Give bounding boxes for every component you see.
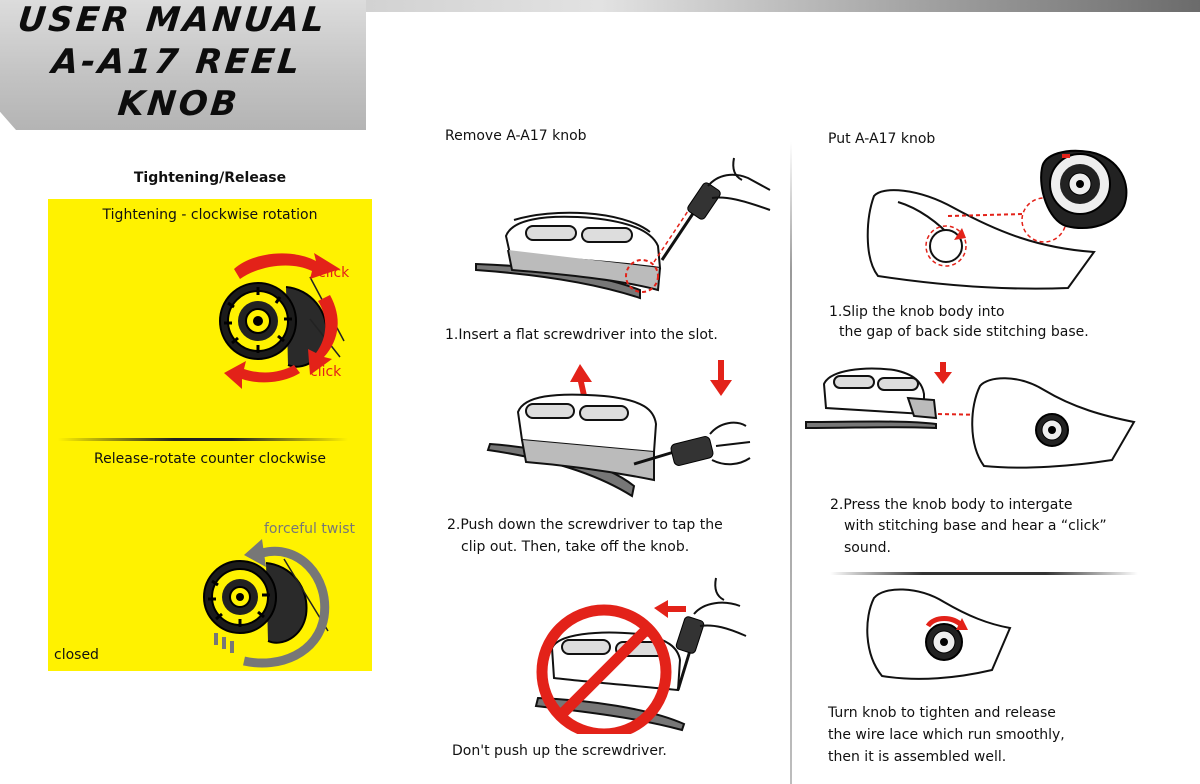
direction-arrow-icon [570, 360, 732, 400]
tightening-label: Tightening - clockwise rotation [102, 207, 318, 223]
prohibited-illustration [534, 577, 747, 734]
knob-rotation-illustration [203, 253, 345, 668]
put-step-1-line-1: 1.Slip the knob body into [829, 304, 1005, 320]
column-divider [790, 142, 792, 784]
reel-knob-icon [1035, 413, 1069, 447]
tightening-release-panel: Tightening - clockwise rotation click cl… [48, 199, 372, 671]
reel-knob-icon [1040, 149, 1128, 229]
put-step-3-line-1: Turn knob to tighten and release [828, 705, 1056, 721]
remove-step-2-line-1: 2.Push down the screwdriver to tap the [447, 517, 723, 533]
reel-base-icon [486, 393, 658, 498]
forceful-twist-label: forceful twist [264, 521, 356, 537]
click-label-top: click [318, 265, 350, 281]
remove-section-title: Remove A-A17 knob [445, 128, 587, 144]
panel-divider [58, 438, 348, 441]
put-step3-illustration [866, 588, 1012, 680]
title-panel: USER MANUAL A-A17 REEL KNOB [0, 0, 366, 130]
remove-step1-illustration [475, 157, 771, 300]
click-label-bottom: click [310, 364, 342, 380]
remove-step-1: 1.Insert a flat screwdriver into the slo… [445, 327, 718, 343]
put-step1-illustration [866, 149, 1128, 290]
direction-arrow-icon [214, 539, 330, 668]
hand-icon [693, 577, 747, 637]
reel-knob-icon [203, 560, 308, 644]
remove-step-2-line-2: clip out. Then, take off the knob. [461, 539, 690, 555]
reel-knob-icon [925, 623, 963, 661]
put-step-2-line-3: sound. [844, 540, 891, 556]
put-steps-divider [830, 572, 1138, 575]
screwdriver-icon [660, 182, 721, 261]
reel-base-icon [805, 367, 938, 430]
direction-arrow-icon [654, 600, 686, 618]
hand-icon [707, 157, 771, 211]
put-step-2-line-2: with stitching base and hear a “click” [844, 518, 1107, 534]
prohibited-icon [536, 604, 672, 734]
hand-icon [709, 421, 751, 466]
put-section-title: Put A-A17 knob [828, 131, 936, 147]
screwdriver-icon [675, 616, 705, 691]
remove-warning: Don't push up the screwdriver. [452, 743, 667, 759]
direction-arrow-icon [224, 253, 340, 389]
put-step-3-line-3: then it is assembled well. [828, 749, 1007, 765]
put-step-3-line-2: the wire lace which run smoothly, [828, 727, 1065, 743]
remove-step2-illustration [486, 360, 751, 498]
put-step2-illustration [805, 362, 1136, 469]
shoe-heel-icon [866, 189, 1096, 290]
put-step-2-line-1: 2.Press the knob body to intergate [830, 497, 1073, 513]
manual-title-line-3: KNOB [115, 84, 242, 124]
reel-base-icon [475, 211, 662, 300]
reel-knob-icon [219, 282, 328, 368]
tightening-release-heading: Tightening/Release [133, 170, 287, 186]
screwdriver-icon [633, 436, 714, 466]
manual-title-line-1: USER MANUAL [15, 0, 330, 40]
closed-label: closed [54, 647, 99, 663]
manual-title-line-2: A-A17 REEL [49, 42, 305, 82]
release-label: Release-rotate counter clockwise [94, 451, 326, 467]
put-step-1-line-2: the gap of back side stitching base. [839, 324, 1089, 340]
